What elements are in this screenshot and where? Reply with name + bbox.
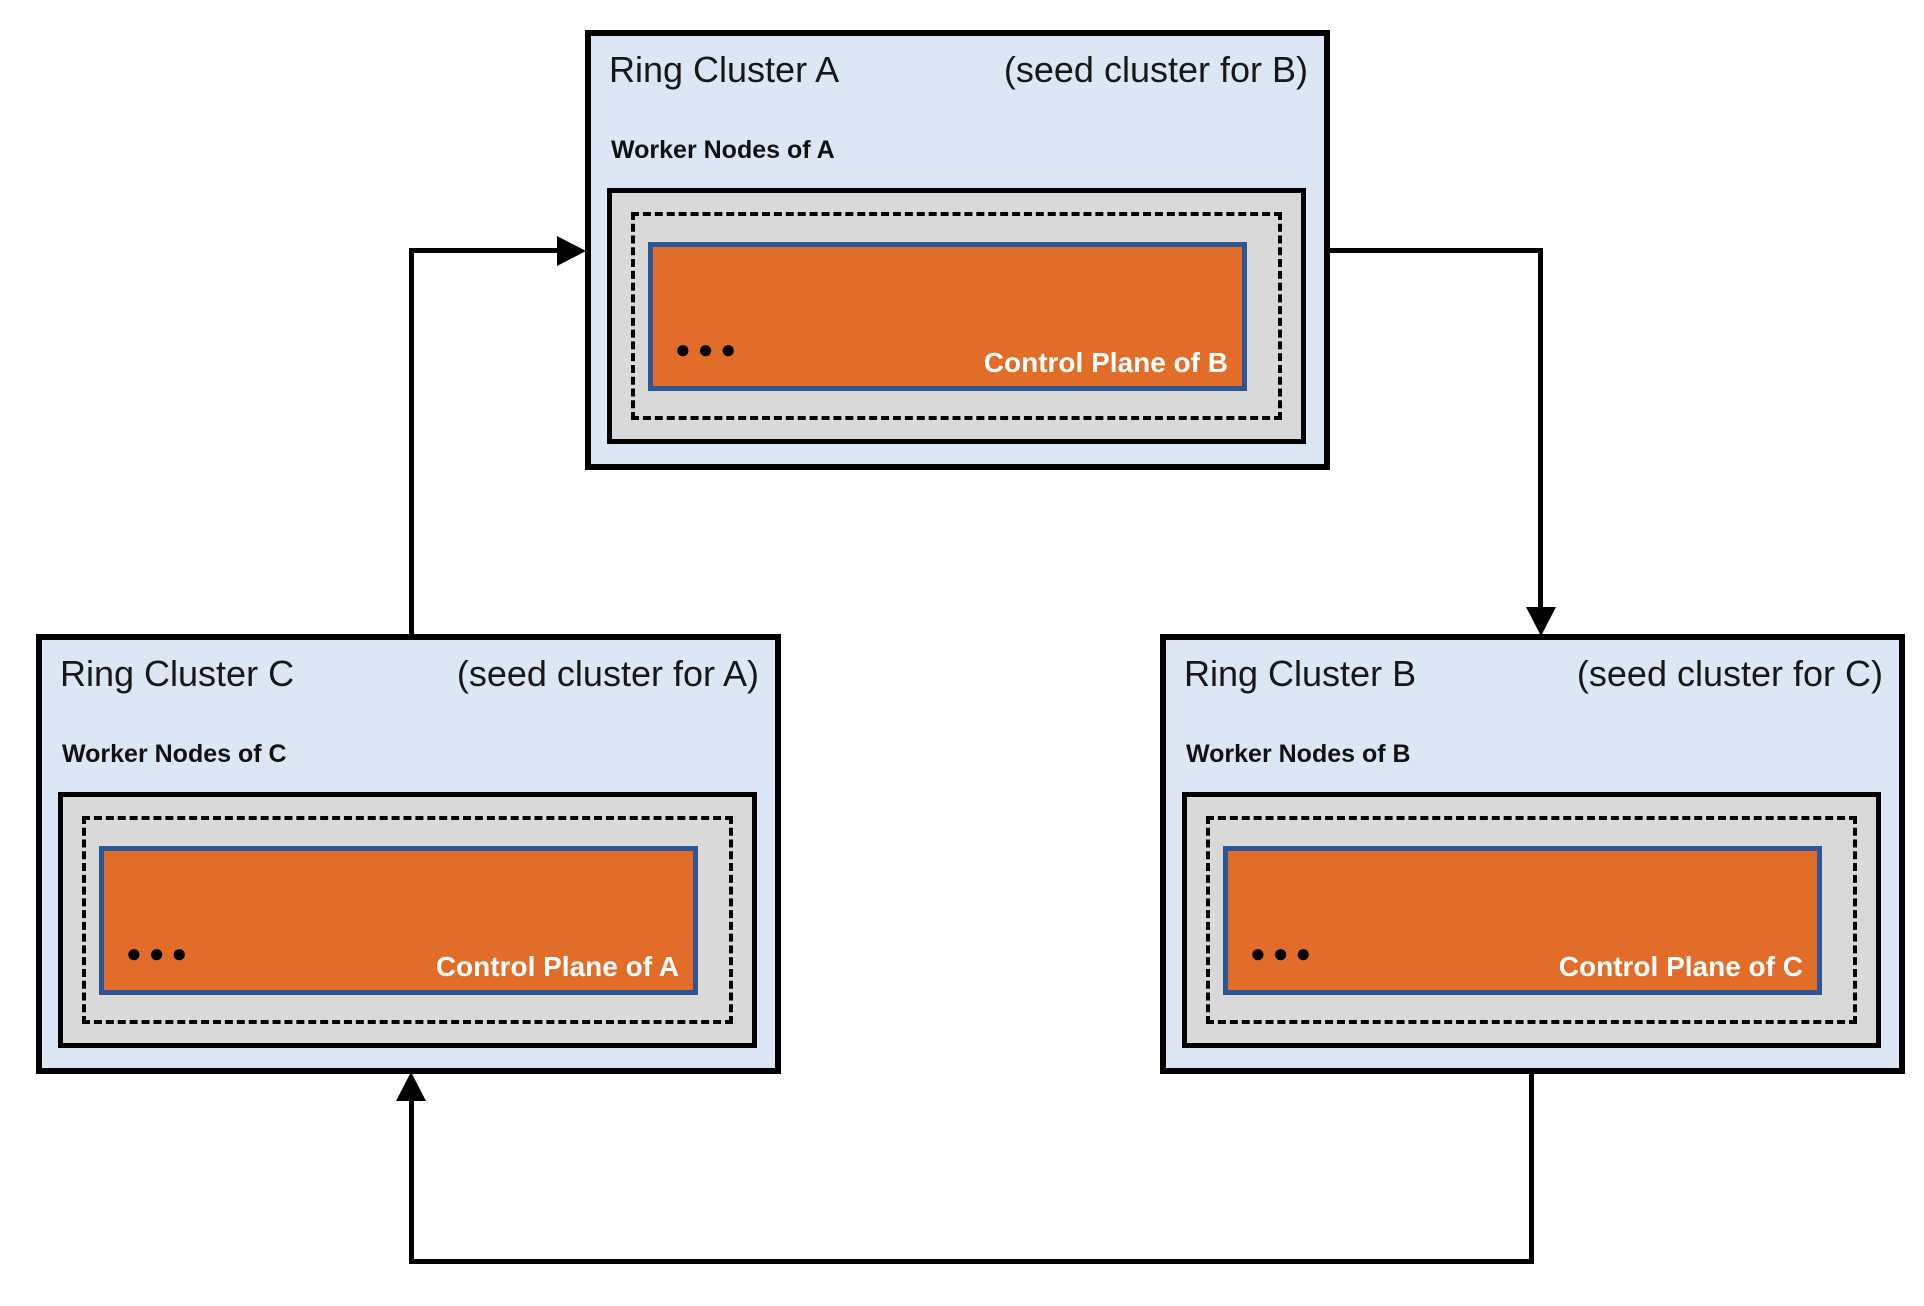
arrow-b-to-c-horizontal-segment: [409, 1259, 1534, 1264]
arrow-c-to-a-horizontal-segment: [409, 248, 559, 253]
worker-nodes-label-c: Worker Nodes of C: [62, 740, 287, 768]
ellipsis-dots-c: ●●●: [126, 938, 195, 968]
worker-nodes-label-a: Worker Nodes of A: [611, 136, 835, 164]
cluster-box-a: Ring Cluster A (seed cluster for B) Work…: [585, 30, 1330, 470]
cluster-a-title-row: Ring Cluster A (seed cluster for B): [591, 50, 1324, 90]
arrow-c-to-a-vertical-segment: [409, 248, 414, 634]
worker-node-pool-b-dashed-boundary: ●●● Control Plane of C: [1206, 816, 1857, 1024]
cluster-a-name: Ring Cluster A: [609, 49, 840, 90]
cluster-c-title-row: Ring Cluster C (seed cluster for A): [42, 654, 775, 694]
hosted-control-plane-in-c: ●●● Control Plane of A: [99, 846, 698, 995]
worker-node-pool-b: ●●● Control Plane of C: [1182, 792, 1881, 1048]
worker-node-pool-a: ●●● Control Plane of B: [607, 188, 1306, 444]
arrow-a-to-b-vertical-segment: [1538, 248, 1543, 610]
arrow-b-to-c-up-segment: [409, 1098, 414, 1264]
arrow-b-to-c-arrowhead-icon: [396, 1072, 426, 1101]
worker-nodes-label-b: Worker Nodes of B: [1186, 740, 1411, 768]
cluster-c-seed-note: (seed cluster for A): [456, 653, 759, 694]
arrow-b-to-c-down-segment: [1529, 1074, 1534, 1264]
control-plane-label-in-b: Control Plane of C: [1558, 951, 1803, 983]
control-plane-label-in-a: Control Plane of B: [983, 347, 1228, 379]
ellipsis-dots-b: ●●●: [1250, 938, 1319, 968]
arrow-a-to-b-arrowhead-icon: [1526, 607, 1556, 636]
ellipsis-dots-a: ●●●: [675, 334, 744, 364]
worker-node-pool-c: ●●● Control Plane of A: [58, 792, 757, 1048]
cluster-b-seed-note: (seed cluster for C): [1576, 653, 1883, 694]
cluster-c-name: Ring Cluster C: [60, 653, 295, 694]
worker-node-pool-a-dashed-boundary: ●●● Control Plane of B: [631, 212, 1282, 420]
hosted-control-plane-in-a: ●●● Control Plane of B: [648, 242, 1247, 391]
arrow-a-to-b-horizontal-segment: [1330, 248, 1543, 253]
cluster-box-b: Ring Cluster B (seed cluster for C) Work…: [1160, 634, 1905, 1074]
cluster-b-title-row: Ring Cluster B (seed cluster for C): [1166, 654, 1899, 694]
control-plane-label-in-c: Control Plane of A: [435, 951, 679, 983]
cluster-b-name: Ring Cluster B: [1184, 653, 1417, 694]
cluster-a-seed-note: (seed cluster for B): [1003, 49, 1308, 90]
cluster-box-c: Ring Cluster C (seed cluster for A) Work…: [36, 634, 781, 1074]
worker-node-pool-c-dashed-boundary: ●●● Control Plane of A: [82, 816, 733, 1024]
hosted-control-plane-in-b: ●●● Control Plane of C: [1223, 846, 1822, 995]
arrow-c-to-a-arrowhead-icon: [557, 236, 586, 266]
